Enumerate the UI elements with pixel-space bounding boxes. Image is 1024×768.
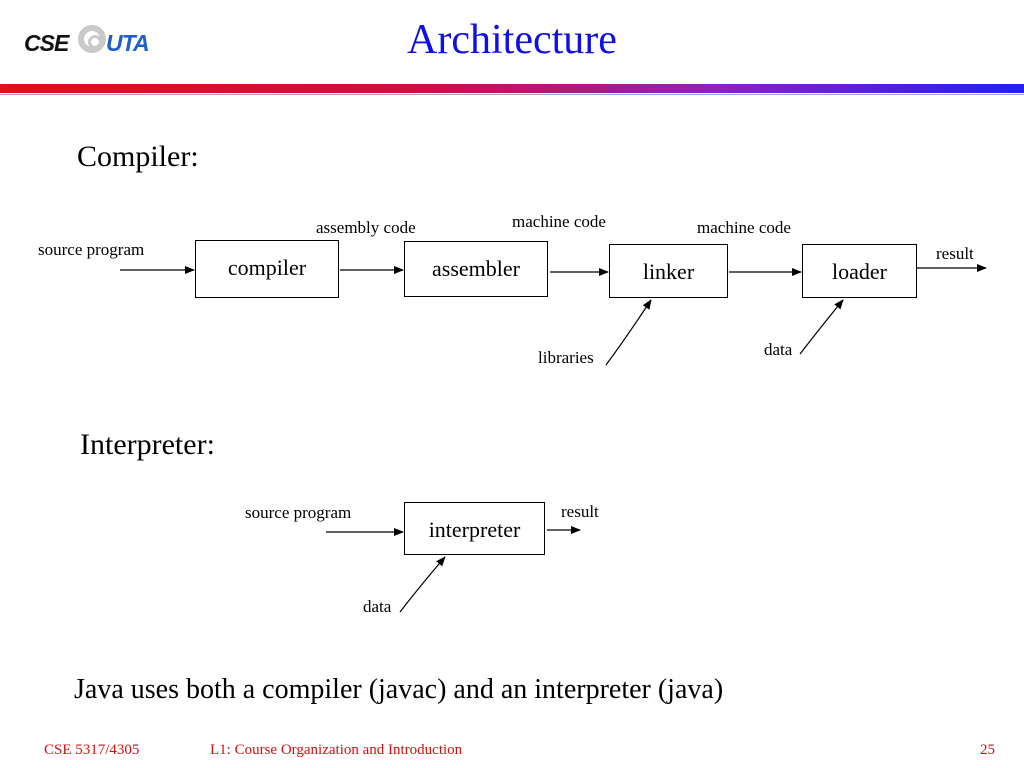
arrow-data-to-interpreter [399,556,446,613]
interpreter-heading: Interpreter: [80,428,215,461]
label-source-program: source program [38,240,145,259]
label-machine-code-2: machine code [697,218,791,237]
label-machine-code-1: machine code [512,212,606,231]
title-underline [0,94,1024,95]
interpreter-box: interpreter [404,502,545,555]
slide-title: Architecture [407,17,617,63]
interp-label-source-program: source program [245,503,352,522]
loader-box: loader [802,244,917,298]
footer-page-number: 25 [980,742,995,758]
logo-cse-text: CSE [24,30,69,56]
footer-course: CSE 5317/4305 [44,742,140,758]
logo-at-ring-icon [78,25,106,53]
label-assembly-code: assembly code [316,218,416,237]
label-libraries: libraries [538,348,594,367]
arrow-libraries-to-linker [605,299,652,366]
java-note: Java uses both a compiler (javac) and an… [74,674,724,705]
assembler-box: assembler [404,241,548,297]
compiler-heading: Compiler: [77,140,199,173]
label-result: result [936,244,974,263]
linker-box: linker [609,244,728,298]
interp-label-data: data [363,597,392,616]
title-gradient-bar [0,84,1024,93]
compiler-box: compiler [195,240,339,298]
cse-uta-logo: CSE UTA [24,22,164,68]
footer-lecture: L1: Course Organization and Introduction [210,742,463,758]
label-data: data [764,340,793,359]
interp-label-result: result [561,502,599,521]
logo-uta-text: UTA [106,30,150,56]
arrow-data-to-loader [799,299,844,355]
